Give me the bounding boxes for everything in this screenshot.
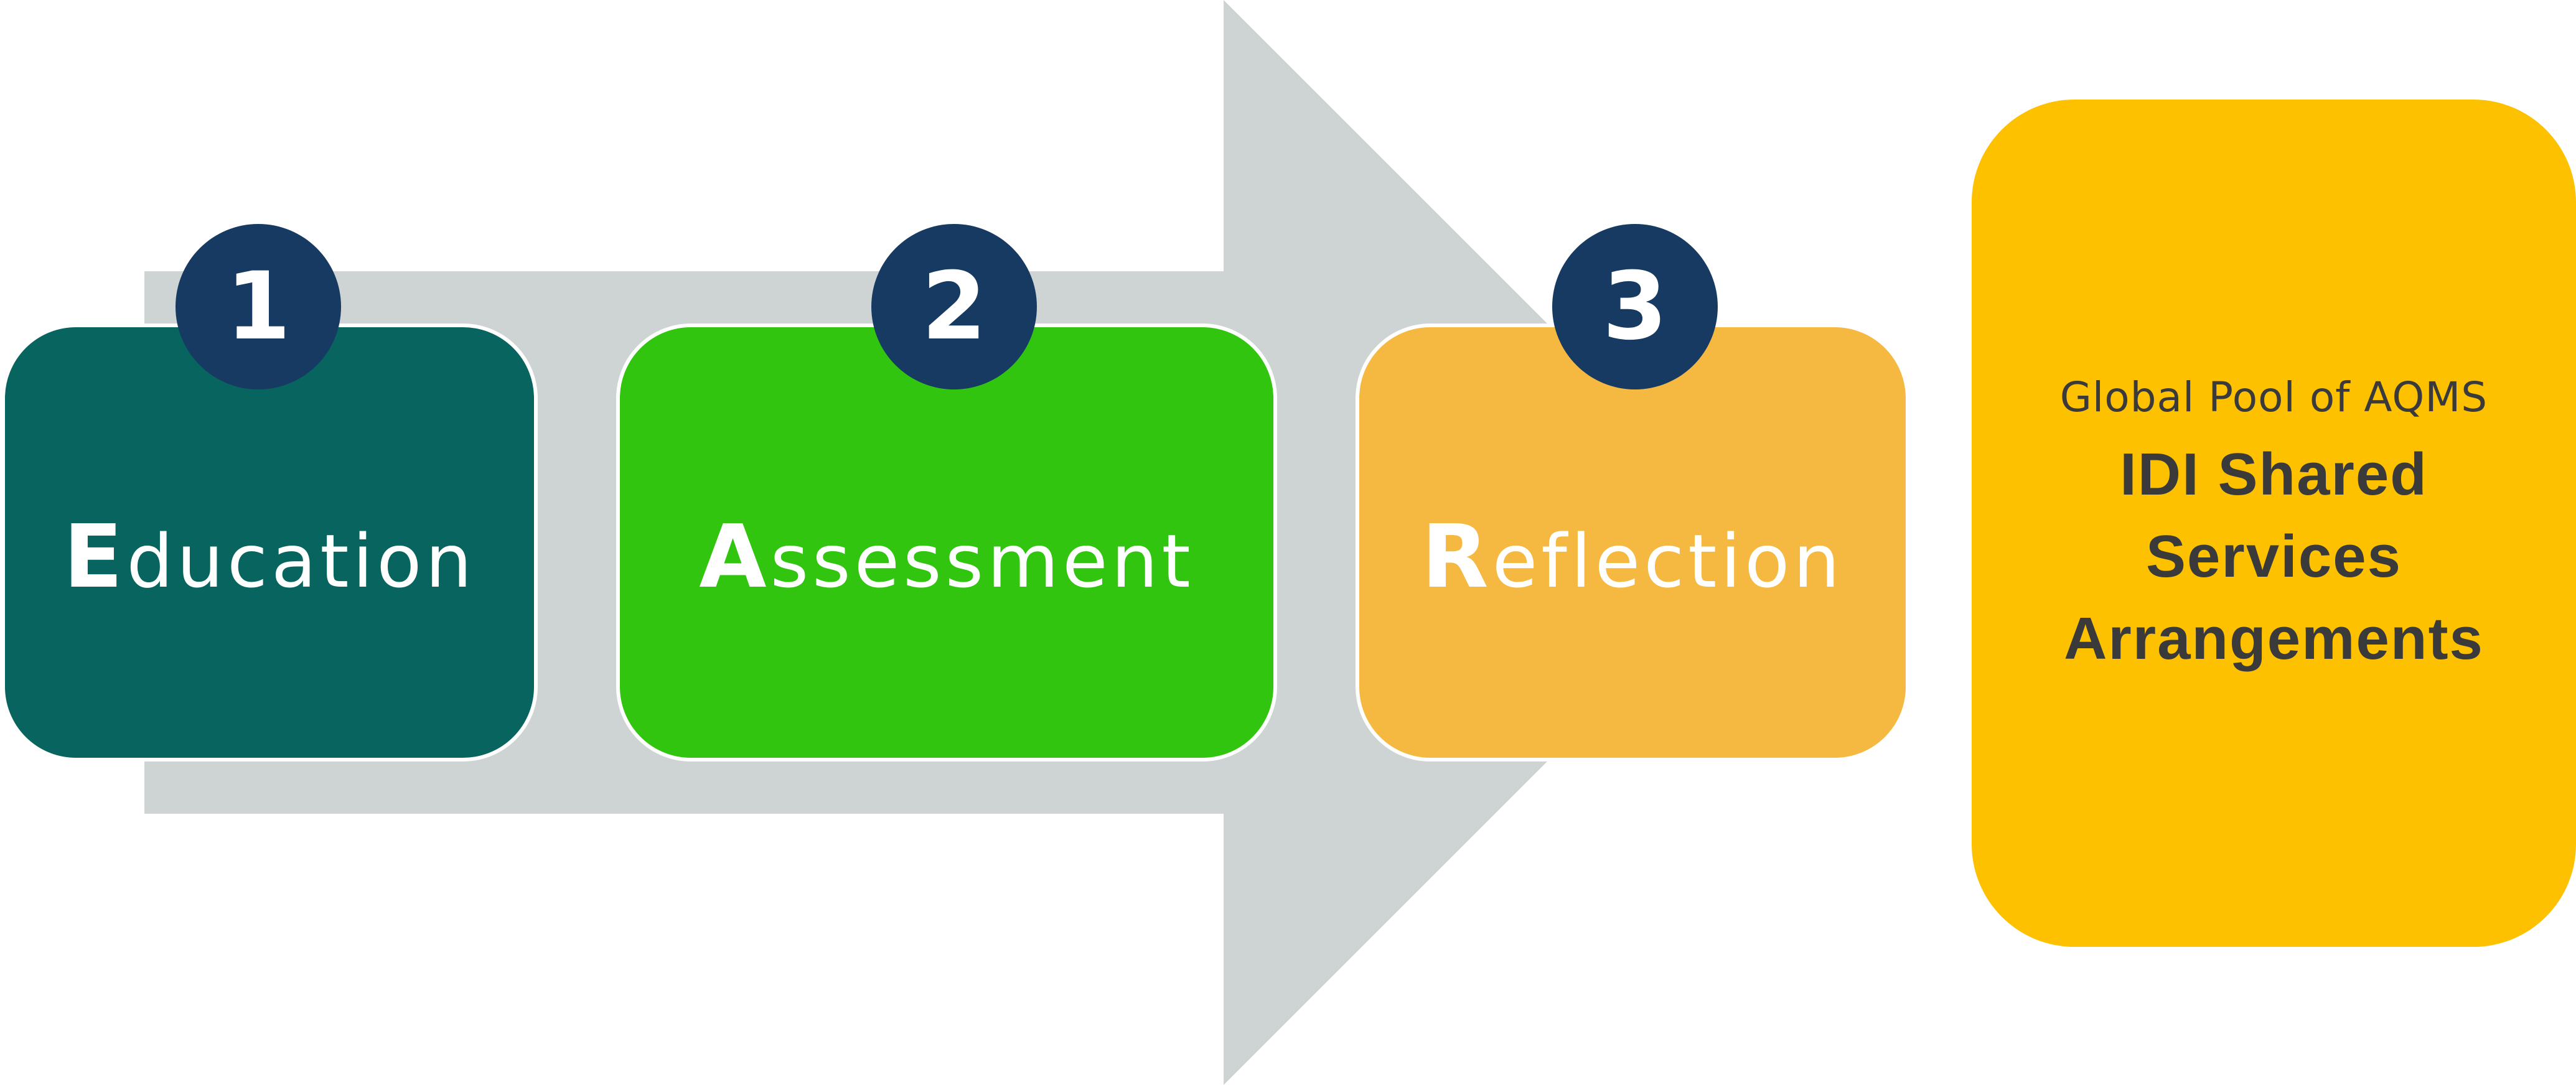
pool-title-line-1: IDI Shared (2120, 441, 2428, 508)
step-assessment-box: Assessment (616, 324, 1277, 761)
step-reflection-box: Reflection (1356, 324, 1909, 761)
global-pool-caption: Global Pool of AQMS (2059, 373, 2488, 421)
pool-title-line-3: Arrangements (2064, 605, 2484, 672)
step-1-badge: 1 (176, 224, 341, 389)
step-3-badge: 3 (1552, 224, 1718, 389)
step-assessment-label: Assessment (699, 506, 1194, 608)
step-2-badge: 2 (871, 224, 1037, 389)
step-education-initial: E (63, 506, 127, 608)
step-reflection-initial: R (1421, 506, 1492, 608)
step-education-rest: ducation (126, 518, 476, 604)
step-reflection-rest: eflection (1492, 518, 1844, 604)
step-education-box: Education (1, 324, 538, 761)
step-education-label: Education (63, 506, 476, 608)
step-assessment-initial: A (699, 506, 770, 608)
step-assessment-rest: ssessment (770, 518, 1194, 604)
step-reflection-label: Reflection (1421, 506, 1843, 608)
global-pool-box: Global Pool of AQMS IDI Shared Services … (1972, 100, 2576, 947)
pool-title-line-2: Services (2145, 523, 2402, 590)
